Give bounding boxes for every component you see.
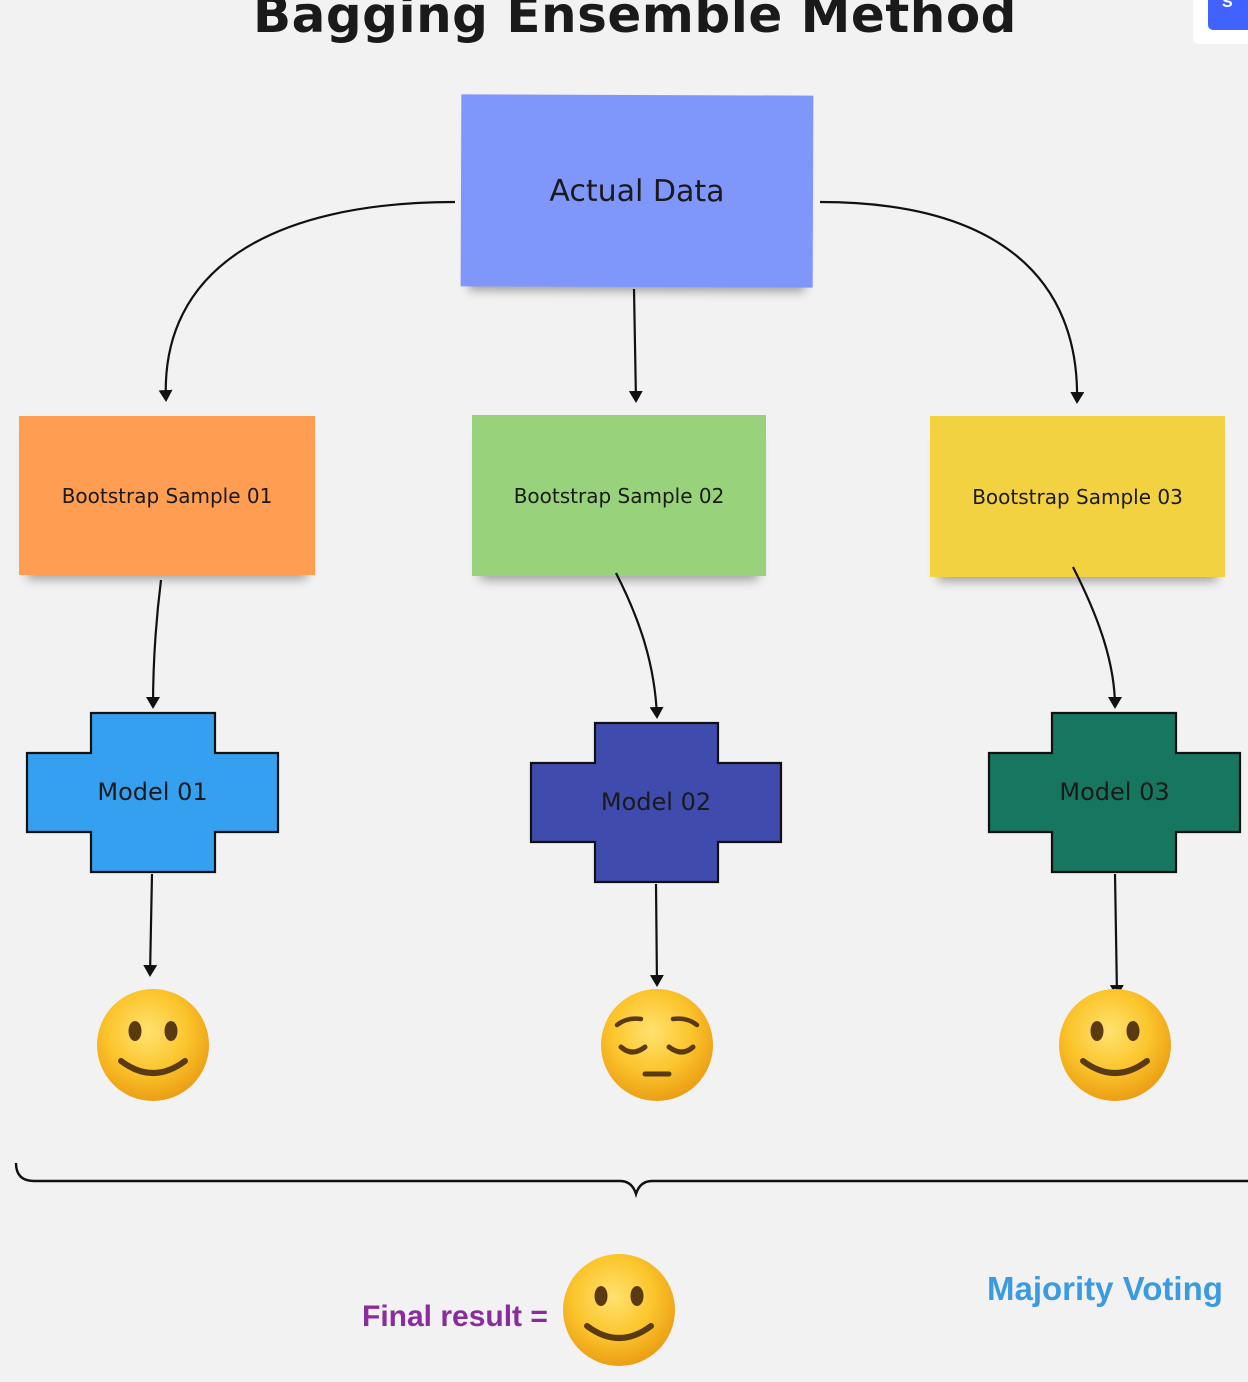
connector-sample-03-to-model-03 [1072,566,1122,709]
bootstrap-sample-03-note[interactable]: Bootstrap Sample 03 [930,416,1225,577]
model-02-outcome-pensive-icon [601,989,713,1101]
model-01-shape [25,711,280,874]
bootstrap-sample-01-label: Bootstrap Sample 01 [61,483,273,508]
model-03-shape [987,711,1242,874]
bootstrap-sample-01-note[interactable]: Bootstrap Sample 01 [19,416,315,575]
model-01-label: Model 01 [97,778,208,806]
model-02-label: Model 02 [600,788,712,816]
model-03-label: Model 03 [1059,778,1170,806]
share-button[interactable]: S [1208,0,1248,30]
connector-sample-01-to-model-01 [146,579,163,709]
aggregation-brace [14,1162,1248,1199]
model-02-shape [529,721,783,884]
connector-root-to-sample-03 [819,200,1085,404]
final-result-smile-icon [563,1254,675,1366]
connector-root-to-sample-01 [158,200,456,402]
connector-root-to-sample-02 [628,288,643,403]
connector-model-03-to-outcome [1109,873,1124,997]
connector-sample-02-to-model-02 [615,572,664,719]
bootstrap-sample-02-note[interactable]: Bootstrap Sample 02 [472,415,766,576]
bootstrap-sample-03-label: Bootstrap Sample 03 [972,484,1183,509]
bootstrap-sample-02-label: Bootstrap Sample 02 [513,483,725,508]
connector-model-02-to-outcome [649,883,664,987]
final-result-label: Final result = [362,1300,548,1333]
model-01-outcome-smile-icon [97,989,209,1101]
majority-voting-label: Majority Voting [987,1270,1223,1307]
connector-model-01-to-outcome [143,873,158,977]
diagram-title: Bagging Ensemble Method [253,0,1017,44]
share-button-container: S [1193,0,1248,44]
model-03-outcome-smile-icon [1059,989,1171,1101]
